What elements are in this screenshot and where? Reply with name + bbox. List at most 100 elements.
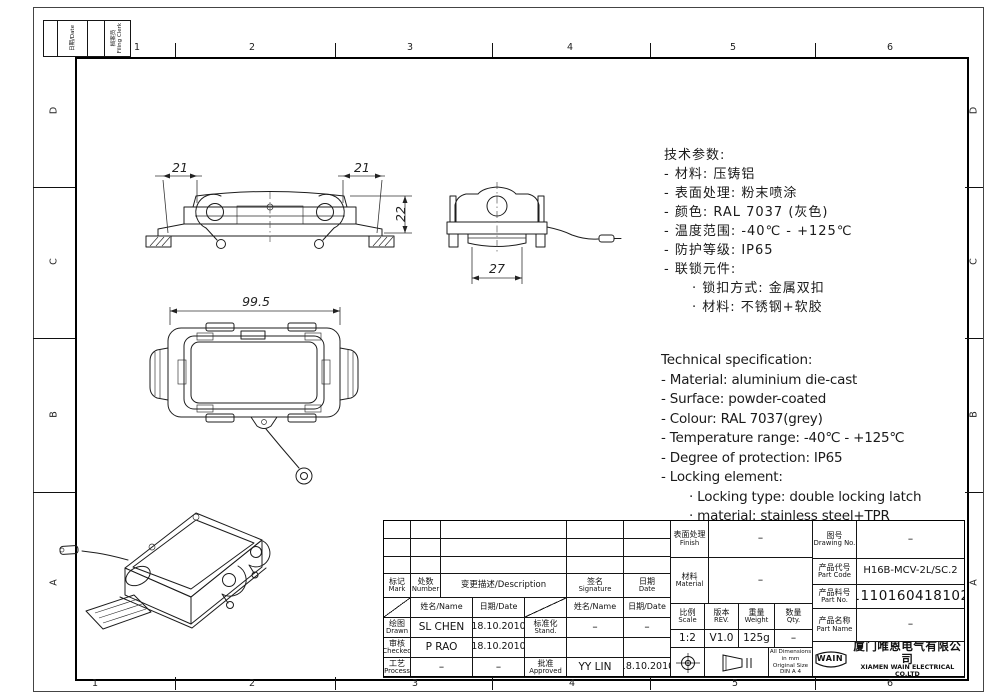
zone-tick: [492, 43, 493, 57]
tb-company-cell: WAIN 厦门唯恩电气有限公司 XIAMEN WAIN ELECTRICAL C…: [812, 641, 965, 678]
zone-tick: [175, 677, 176, 690]
zone-col-label: 6: [886, 678, 894, 689]
zone-col-label: 3: [406, 42, 414, 53]
spec-cn-title: 技术参数:: [664, 148, 726, 163]
tb-scale-value: 1:2: [670, 629, 705, 648]
isometric-view: [59, 512, 271, 630]
tb-part-code-value: H16B-MCV-2L/SC.2: [856, 558, 965, 585]
spec-cn-line: - 温度范围: -40℃ - +125℃: [664, 224, 853, 239]
rev-blank-cell: [440, 520, 567, 539]
spec-en-line: - Degree of protection: IP65: [661, 449, 843, 466]
zone-col-label: 5: [731, 678, 739, 689]
rev-blank-cell: [623, 538, 671, 557]
zone-col-label: 3: [411, 678, 419, 689]
rev-approved-sig: YY LIN: [566, 657, 624, 678]
rev-blank-cell: [524, 637, 567, 658]
spec-en-line: - Material: aluminium die-cast: [661, 371, 858, 388]
rev-subheader-diagonal: [524, 597, 567, 618]
rev-process-date: –: [472, 657, 525, 678]
zone-col-label: 6: [886, 42, 894, 53]
rev-blank-cell: [410, 520, 441, 539]
rev-process-name: –: [410, 657, 473, 678]
rev-subheader-date: 日期/Date: [472, 597, 525, 618]
zone-tick: [650, 677, 651, 690]
rev-blank-cell: [566, 556, 624, 574]
rev-blank-cell: [383, 520, 411, 539]
rev-subheader-date: 日期/Date: [623, 597, 671, 618]
rev-checked-name: P RAO: [410, 637, 473, 658]
rev-blank-cell: [383, 538, 411, 557]
front-view: 21 21 22: [145, 160, 412, 249]
tb-finish-value: –: [708, 520, 813, 558]
zone-tick: [33, 492, 75, 493]
zone-tick: [965, 338, 983, 339]
outer-border: [33, 7, 984, 692]
plan-view: 99.5: [149, 294, 359, 485]
zone-tick: [965, 492, 983, 493]
spec-block-cn: 技术参数: - 材料: 压铸铝 - 表面处理: 粉末喷涂 - 颜色: RAL 7…: [664, 146, 964, 317]
rev-header-description: 变更描述/Description: [440, 573, 567, 598]
spec-block-en: Technical specification: - Material: alu…: [661, 351, 965, 527]
spec-cn-line: - 表面处理: 粉末喷涂: [664, 186, 798, 201]
spec-en-title: Technical specification:: [661, 352, 813, 368]
tb-projection-cone-cell: [704, 647, 769, 678]
rev-standardization-sig: –: [566, 617, 624, 638]
rev-subheader-diagonal: [383, 597, 411, 618]
dim-side-width: 27: [489, 261, 505, 276]
rev-blank-cell: [623, 520, 671, 539]
zone-tick: [33, 187, 75, 188]
wain-logo: WAIN: [813, 648, 847, 672]
rev-blank-cell: [566, 520, 624, 539]
spec-cn-line: - 颜色: RAL 7037 (灰色): [664, 205, 829, 220]
tb-material-value: –: [708, 557, 813, 604]
dim-plan-width: 99.5: [242, 294, 270, 309]
spec-en-line: · Locking type: double locking latch: [689, 488, 922, 505]
rev-blank-cell: [440, 538, 567, 557]
spec-en-line: - Temperature range: -40℃ - +125℃: [661, 430, 905, 446]
rev-blank-cell: [566, 538, 624, 557]
rev-drawn-date: 18.10.2010: [472, 617, 525, 638]
tb-rev-value: V1.0: [704, 629, 739, 648]
spec-en-line: - Colour: RAL 7037(grey): [661, 410, 823, 427]
spec-cn-line: · 锁扣方式: 金属双扣: [692, 281, 825, 296]
rev-blank-cell: [440, 556, 567, 574]
zone-col-label: 4: [568, 678, 576, 689]
tb-part-name-value: –: [856, 608, 965, 642]
zone-col-label: 5: [729, 42, 737, 53]
rev-subheader-name: 姓名/Name: [566, 597, 624, 618]
tb-qty-value: –: [774, 629, 813, 648]
zone-tick: [815, 677, 816, 690]
zone-tick: [335, 677, 336, 690]
tb-drawing-no-value: –: [856, 520, 965, 559]
tb-part-no-value: 1110160418102: [856, 584, 965, 609]
rev-drawn-name: SL CHEN: [410, 617, 473, 638]
zone-col-label: 4: [566, 42, 574, 53]
zone-tick: [965, 187, 983, 188]
tb-projection-circle-cell: [670, 647, 705, 678]
zone-tick: [33, 338, 75, 339]
zone-col-label: 2: [248, 42, 256, 53]
rev-subheader-name: 姓名/Name: [410, 597, 473, 618]
zone-col-label: 1: [91, 678, 99, 689]
spec-cn-line: - 联锁元件:: [664, 262, 737, 277]
spec-cn-line: - 材料: 压铸铝: [664, 167, 756, 182]
dim-front-left: 21: [172, 160, 188, 175]
zone-tick: [650, 43, 651, 57]
dim-front-height: 22: [393, 206, 408, 222]
company-name-en: XIAMEN WAIN ELECTRICAL CO.LTD: [860, 664, 955, 678]
